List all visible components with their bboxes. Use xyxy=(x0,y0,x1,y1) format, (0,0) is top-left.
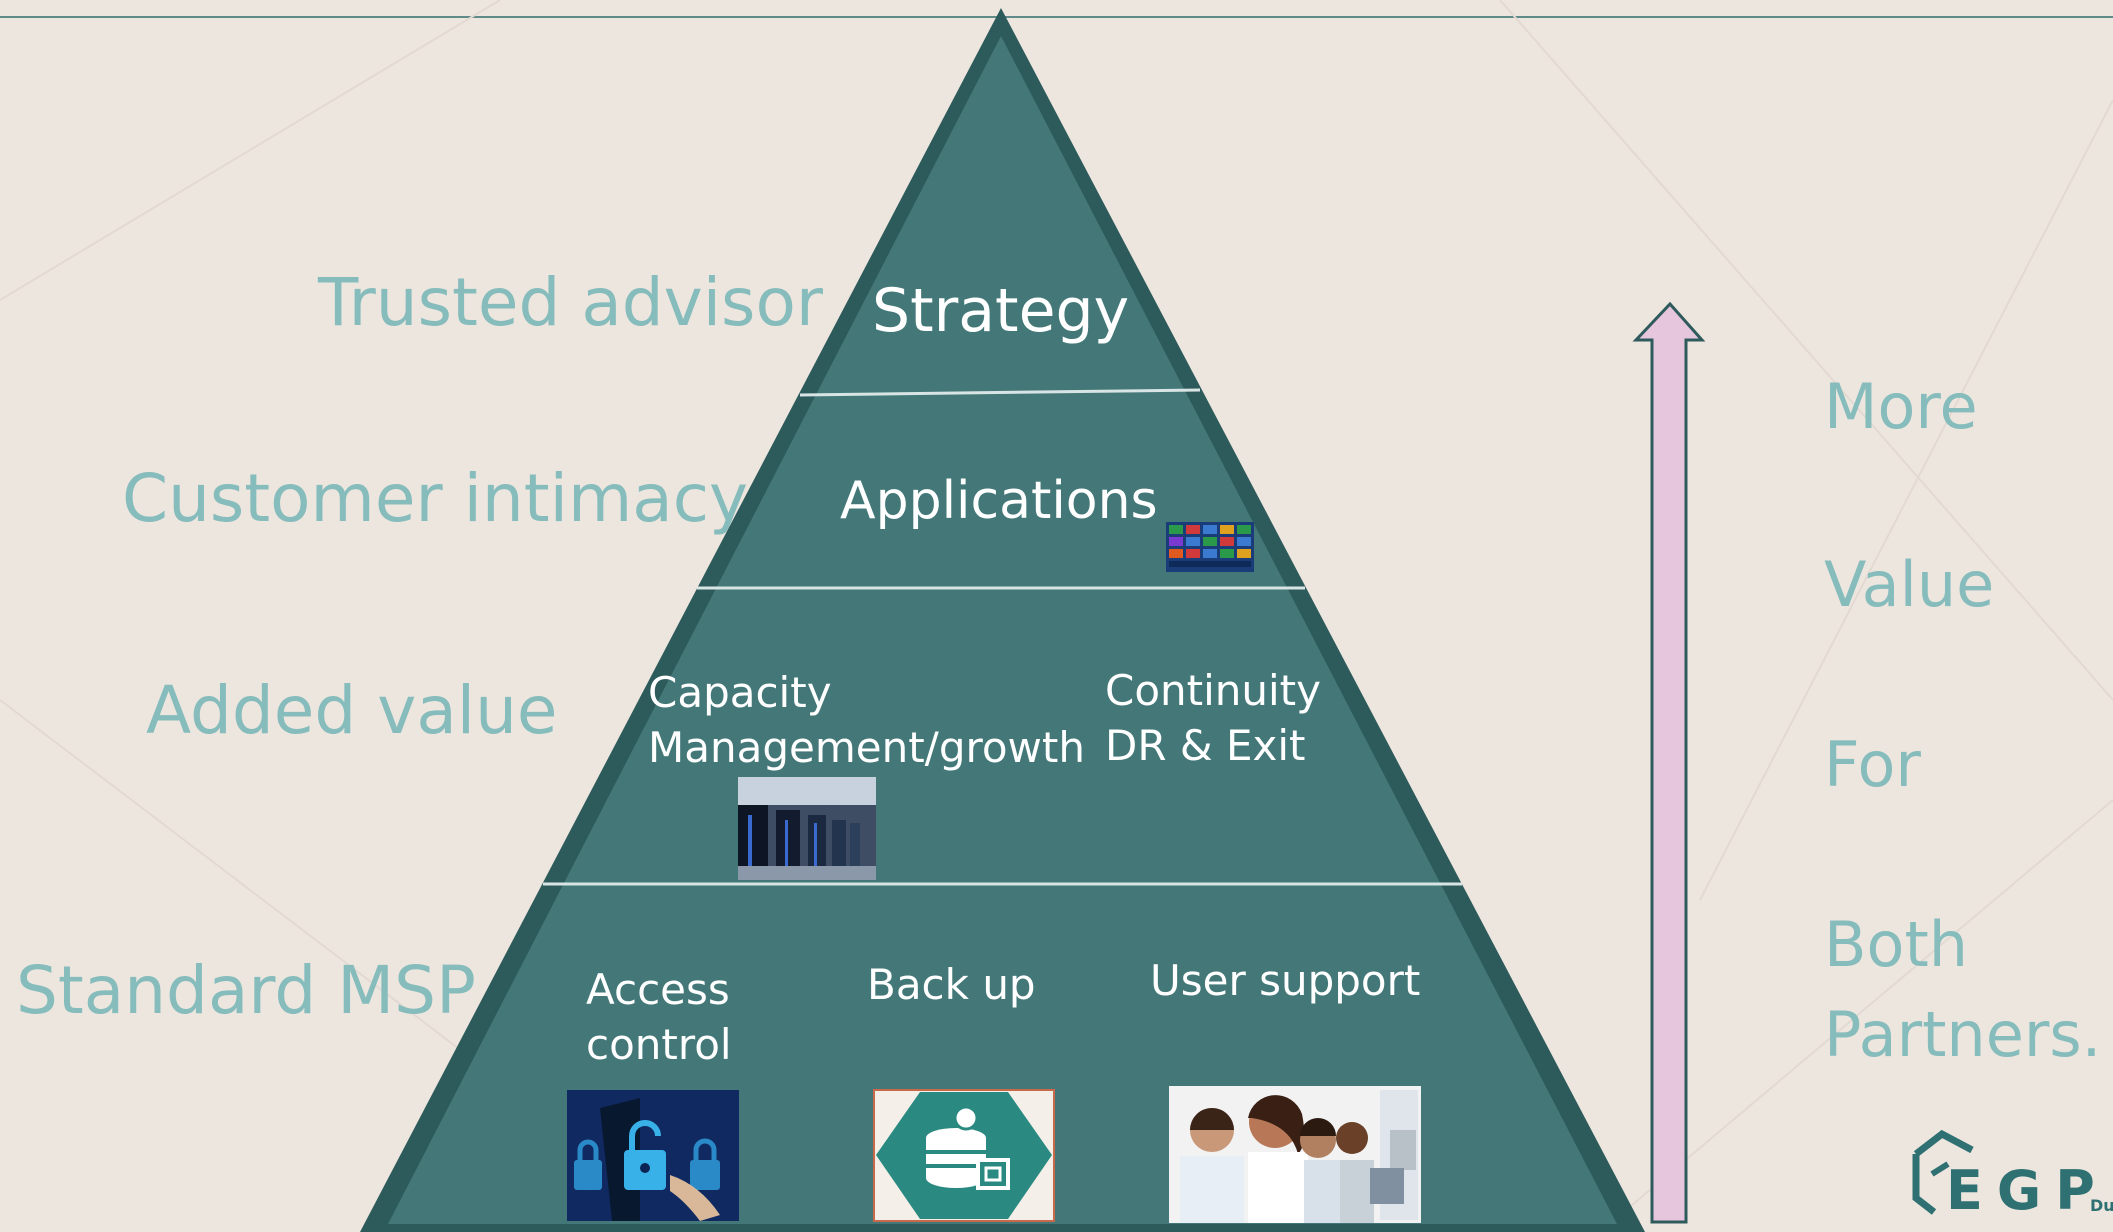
tier-user-support: User support xyxy=(1150,956,1421,1005)
continuity-line2: DR & Exit xyxy=(1105,720,1306,770)
tier-access-control: Access control xyxy=(586,963,732,1072)
egp-logo-icon xyxy=(1912,1129,1974,1215)
tier-strategy: Strategy xyxy=(872,276,1130,346)
access-line2: control xyxy=(586,1019,732,1069)
padlock-icon xyxy=(567,1090,739,1221)
right-word-for: For xyxy=(1824,728,1921,801)
capacity-line2: Management/growth xyxy=(648,722,1085,772)
up-arrow-icon xyxy=(1632,301,1706,1224)
call-center-icon xyxy=(1169,1086,1421,1223)
tier-continuity: Continuity DR & Exit xyxy=(1105,664,1321,773)
tier-capacity: Capacity Management/growth xyxy=(648,666,1085,775)
label-added-value: Added value xyxy=(146,672,558,749)
capacity-line1: Capacity xyxy=(648,668,832,717)
tier-applications: Applications xyxy=(840,471,1158,531)
database-icon xyxy=(873,1089,1055,1222)
server-room-icon xyxy=(738,777,876,880)
right-word-both: Both xyxy=(1824,908,1969,981)
tier-back-up: Back up xyxy=(867,960,1036,1009)
label-trusted-advisor: Trusted advisor xyxy=(318,264,823,341)
logo-suffix: Du xyxy=(2090,1196,2113,1215)
label-standard-msp: Standard MSP xyxy=(16,952,476,1029)
access-line1: Access xyxy=(586,965,730,1014)
app-tiles-icon xyxy=(1166,522,1254,572)
right-word-more: More xyxy=(1824,370,1978,443)
right-word-value: Value xyxy=(1824,548,1995,621)
label-customer-intimacy: Customer intimacy xyxy=(122,460,749,537)
logo-text: EGP xyxy=(1946,1159,2109,1222)
continuity-line1: Continuity xyxy=(1105,666,1322,715)
right-word-partners: Partners. xyxy=(1824,998,2102,1071)
